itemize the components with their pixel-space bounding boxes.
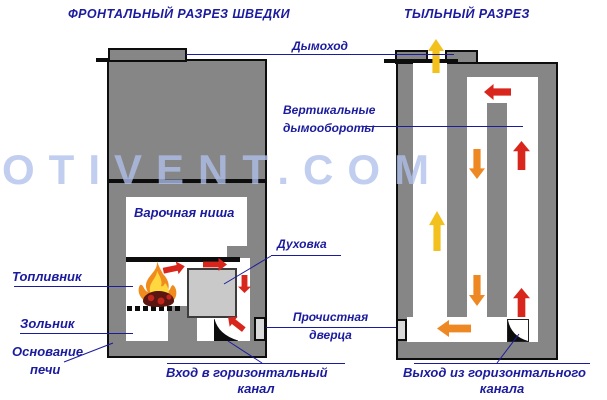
frontal-damper-tick-icon (96, 58, 109, 62)
firebox-label-line (14, 286, 133, 287)
cleanout-door-label-line (266, 327, 396, 328)
horizontal-out-label-2: канала (479, 381, 525, 396)
cleanout-door-rear (396, 319, 407, 341)
chimney-label: Дымоход (292, 39, 348, 53)
flame-icon (138, 261, 177, 307)
grate-icon (127, 306, 180, 311)
vertical-flues-label-line (362, 126, 523, 127)
horizontal-out-label-1: Выход из горизонтального (403, 365, 586, 380)
vertical-flues-label-2: дымообороты (283, 121, 375, 135)
horizontal-out-label-line (414, 363, 590, 364)
horizontal-in-label-2: канал (237, 381, 275, 396)
flow-arrow-right-icon (162, 260, 186, 277)
oven-box (187, 268, 237, 318)
horizontal-in-label-1: Вход в горизонтальный (166, 365, 328, 380)
chimney-label-line (186, 54, 454, 55)
horizontal-channel-entrance-icon (214, 319, 238, 341)
cooking-niche (126, 197, 247, 258)
horizontal-channel-exit-icon (507, 319, 529, 342)
title-frontal-section: ФРОНТАЛЬНЫЙ РАЗРЕЗ ШВЕДКИ (68, 7, 291, 21)
flow-arrow-down-left-icon (224, 312, 248, 335)
cooktop-plate (126, 257, 240, 262)
frontal-top-divider (109, 179, 265, 183)
flow-arrow-up-icon (513, 141, 530, 170)
chimney-channel (413, 63, 447, 318)
cleanout-door-label-1: Прочистная (292, 310, 369, 324)
frontal-chimney-cap (108, 48, 187, 62)
firebox-label: Топливник (12, 269, 82, 284)
cleanout-door-label-2: дверца (309, 328, 352, 342)
oven-label-underline (271, 255, 341, 256)
ash-pan-label: Зольник (20, 316, 75, 331)
flow-arrow-down-icon (469, 275, 485, 306)
flow-arrow-right-icon (203, 258, 227, 271)
stove-base-label-2: печи (30, 362, 61, 377)
stove-base-label-1: Основание (12, 344, 84, 359)
cooking-niche-label: Варочная ниша (134, 205, 235, 220)
flow-arrow-up-icon (428, 39, 444, 73)
oven-label: Духовка (277, 237, 327, 251)
flow-arrow-up-icon (513, 288, 530, 317)
horizontal-in-label-line (167, 363, 345, 364)
niche-step (227, 246, 247, 258)
title-rear-section: ТЫЛЬНЫЙ РАЗРЕЗ (404, 7, 530, 21)
flow-arrow-down-icon (238, 275, 251, 293)
ash-pan-label-line (20, 333, 133, 334)
cleanout-door-frontal (254, 317, 266, 341)
rear-damper-icon (384, 59, 458, 63)
flow-arrow-up-icon (429, 211, 445, 251)
flow-arrow-down-icon (469, 149, 485, 179)
flow-arrow-left-icon (437, 320, 471, 337)
down-flue-channel (467, 102, 487, 317)
vertical-flues-label-1: Вертикальные (283, 103, 376, 117)
flow-arrow-left-icon (484, 84, 511, 100)
